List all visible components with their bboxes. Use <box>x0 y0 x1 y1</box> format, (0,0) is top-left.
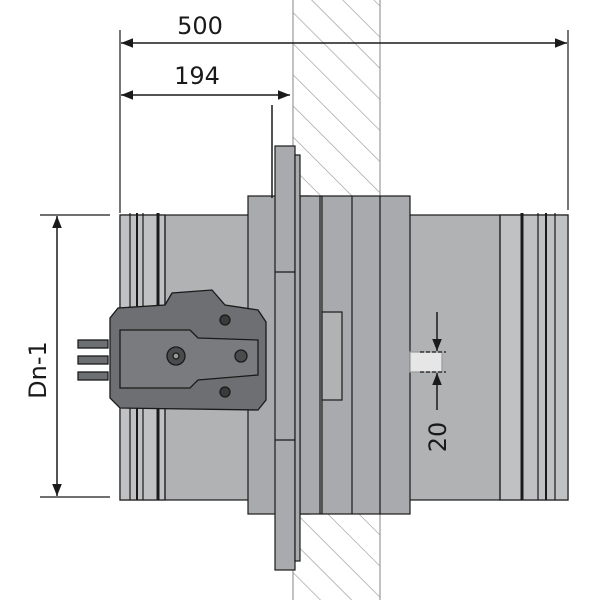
dimension-194-label: 194 <box>174 62 220 90</box>
dimension-dn-label: Dn-1 <box>24 341 52 399</box>
cable-1 <box>77 339 109 349</box>
dimension-20-label: 20 <box>424 422 452 453</box>
cable-3 <box>77 371 109 381</box>
dimension-500-label: 500 <box>177 12 223 40</box>
actuator <box>77 289 267 411</box>
dimension-lines <box>40 30 569 498</box>
mounting-frame <box>247 105 443 571</box>
cable-2 <box>77 355 109 365</box>
